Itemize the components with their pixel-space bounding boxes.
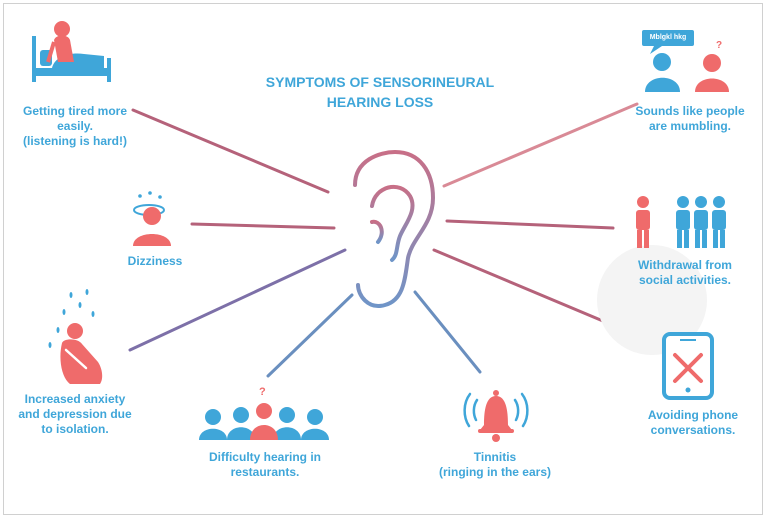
label-anxiety: Increased anxiety and depression due to …	[18, 392, 132, 436]
connector-tinnitus	[413, 290, 482, 374]
ringing-bell-icon	[463, 390, 529, 442]
restaurants-question-mark: ?	[259, 386, 266, 398]
diagram-title: SYMPTOMS OF SENSORINEURAL HEARING LOSS	[250, 72, 510, 112]
connector-tired	[131, 108, 330, 194]
mumbling-question-mark: ?	[716, 40, 723, 51]
label-phone: Avoiding phone conversations.	[647, 408, 739, 437]
person-apart-from-group-icon	[636, 196, 726, 248]
connector-anxiety	[128, 248, 347, 352]
speech-bubble-text: Mblgkl hkg	[649, 34, 687, 41]
connector-lines	[128, 102, 662, 378]
conversation-icon	[642, 30, 729, 92]
label-restaurants: Difficulty hearing in restaurants.	[208, 450, 321, 479]
person-in-bed-icon	[32, 21, 111, 82]
ear-icon	[353, 149, 436, 308]
connector-dizziness	[190, 222, 336, 230]
connector-restaurants	[266, 293, 354, 378]
crossed-phone-icon	[597, 245, 714, 400]
dizzy-person-icon	[133, 191, 171, 246]
label-tired: Getting tired more easily. (listening is…	[22, 104, 127, 148]
title-line-1: SYMPTOMS OF SENSORINEURAL	[265, 74, 495, 90]
label-dizziness: Dizziness	[127, 254, 183, 268]
connector-withdrawal	[445, 219, 615, 230]
label-mumbling: Sounds like people are mumbling.	[635, 104, 745, 133]
title-line-2: HEARING LOSS	[326, 94, 434, 110]
connector-mumbling	[442, 102, 639, 188]
sad-person-rain-icon	[48, 289, 103, 384]
label-tinnitus: Tinnitis (ringing in the ears)	[438, 450, 551, 479]
crowd-icon	[199, 403, 329, 440]
label-withdrawal: Withdrawal from social activities.	[638, 258, 732, 287]
